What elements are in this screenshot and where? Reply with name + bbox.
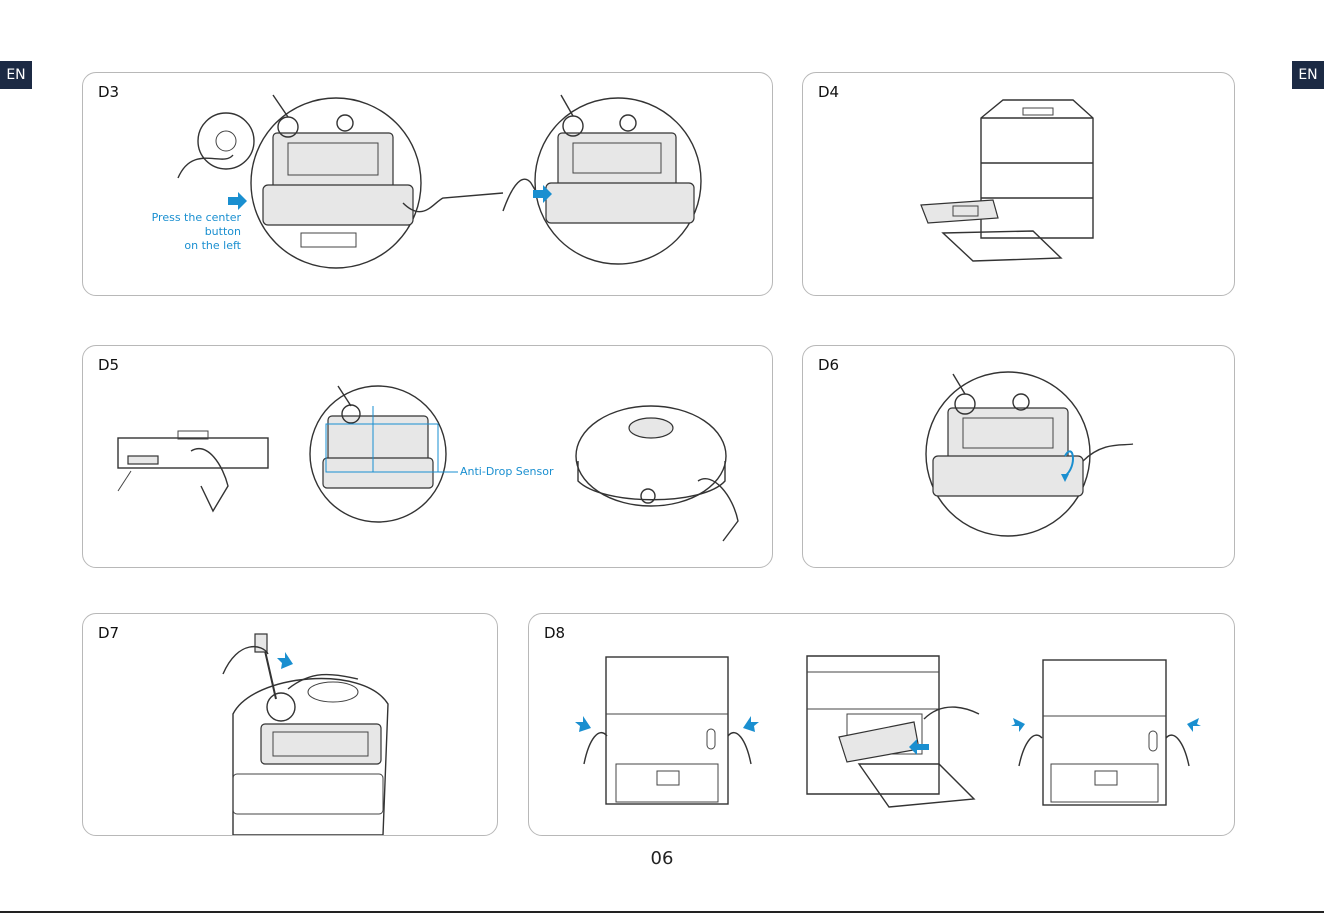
panel-d8: D8: [528, 613, 1235, 836]
base-station-front-illustration: [606, 657, 728, 804]
robot-underside-illustration: [310, 386, 446, 522]
callout-line: Press the center button: [116, 211, 241, 239]
page-number: 06: [0, 848, 1324, 869]
illustration-d8: [529, 614, 1234, 835]
illustration-d5: [83, 346, 772, 567]
panel-d6: D6: [802, 345, 1235, 568]
robot-underside-illustration: [233, 679, 388, 835]
robot-underside-illustration: [535, 95, 701, 264]
panel-d3: D3 Pres: [82, 72, 773, 296]
base-station-front-illustration: [1043, 660, 1166, 805]
language-tag-right: EN: [1292, 61, 1324, 89]
illustration-d4: [803, 73, 1234, 295]
illustration-d3: [83, 73, 772, 295]
illustration-d7: [83, 614, 497, 835]
panel-d7: D7: [82, 613, 498, 836]
base-station-filter-illustration: [807, 656, 974, 807]
robot-underside-illustration: [251, 95, 421, 268]
robot-top-illustration: [576, 406, 726, 506]
panel-d5: D5 Anti-Drop Sensor: [82, 345, 773, 568]
callout-line: on the left: [116, 239, 241, 253]
callout-press-center-button: Press the center button on the left: [116, 211, 241, 253]
illustration-d6: [803, 346, 1234, 567]
bottom-rule: [0, 911, 1324, 913]
base-station-illustration: [921, 100, 1093, 261]
language-tag-left: EN: [0, 61, 32, 89]
base-station-side-illustration: [118, 431, 268, 491]
panel-d4: D4: [802, 72, 1235, 296]
callout-anti-drop-sensor: Anti-Drop Sensor: [460, 465, 554, 479]
